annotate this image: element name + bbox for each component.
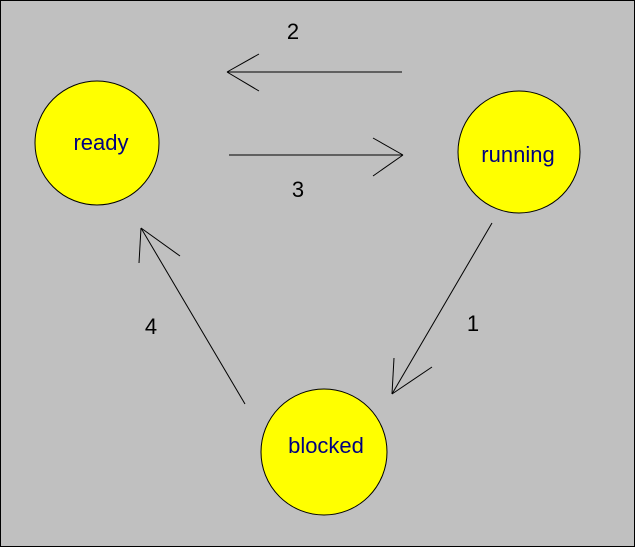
arrow-shaft-4 bbox=[140, 227, 246, 405]
arrowhead-right-1 bbox=[391, 366, 433, 395]
transition-label-3: 3 bbox=[292, 177, 304, 202]
state-node-running: running bbox=[457, 90, 581, 214]
arrowhead-lower-2 bbox=[226, 71, 260, 92]
state-circle-ready bbox=[34, 80, 160, 206]
state-node-ready: ready bbox=[34, 80, 160, 206]
transition-arrow-1 bbox=[391, 222, 493, 395]
arrowhead-left-1 bbox=[391, 357, 395, 395]
state-circle-blocked bbox=[260, 388, 388, 516]
arrowhead-upper-3 bbox=[372, 137, 404, 156]
transition-label-2: 2 bbox=[287, 19, 299, 44]
arrowhead-left-4 bbox=[138, 227, 142, 264]
state-label-running: running bbox=[481, 142, 554, 167]
transition-label-4: 4 bbox=[145, 314, 157, 339]
transition-arrow-3 bbox=[229, 137, 404, 177]
state-circle-running bbox=[457, 90, 581, 214]
arrowhead-lower-3 bbox=[372, 154, 404, 177]
arrowhead-upper-2 bbox=[226, 53, 260, 73]
state-node-blocked: blocked bbox=[260, 388, 388, 516]
transition-arrow-2 bbox=[226, 53, 402, 92]
state-label-ready: ready bbox=[73, 130, 128, 155]
transition-label-1: 1 bbox=[467, 311, 479, 336]
transition-arrow-4 bbox=[138, 227, 246, 405]
state-label-blocked: blocked bbox=[288, 433, 364, 458]
arrow-shaft-1 bbox=[391, 222, 493, 395]
arrowhead-right-4 bbox=[140, 227, 181, 257]
